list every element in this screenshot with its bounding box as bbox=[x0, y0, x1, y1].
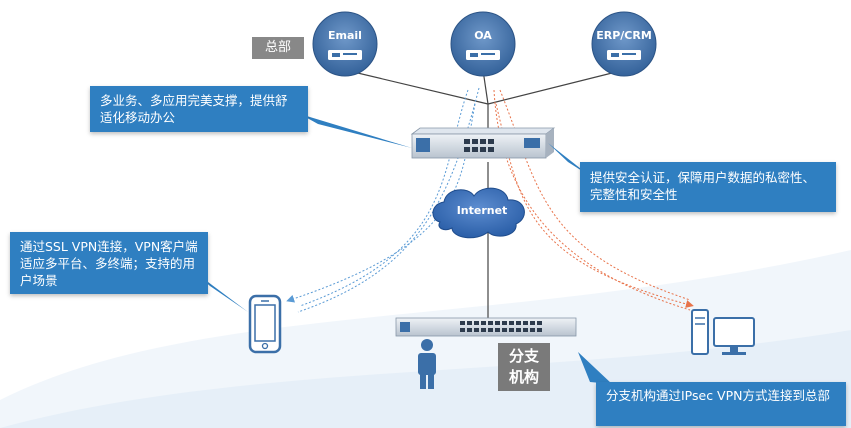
callout-tail-ipsec-vpn bbox=[578, 352, 612, 384]
branch-tag: 分支 机构 bbox=[498, 343, 550, 391]
desktop-pc-icon bbox=[691, 309, 755, 355]
mobile-phone-icon bbox=[248, 294, 282, 354]
user-icon bbox=[418, 339, 436, 389]
callout-tail-security bbox=[548, 143, 590, 176]
headquarters-tag: 总部 bbox=[252, 37, 304, 59]
server-oa bbox=[450, 11, 516, 77]
callout-tail-mobile-office bbox=[300, 114, 412, 148]
branch-tag-line2: 机构 bbox=[508, 368, 539, 386]
callout-ssl-vpn: 通过SSL VPN连接，VPN客户端适应多平台、多终端；支持的用户场景 bbox=[10, 232, 208, 294]
callout-security: 提供安全认证，保障用户数据的私密性、完整性和安全性 bbox=[580, 162, 836, 212]
server-label-email: Email bbox=[328, 29, 362, 42]
hq-gateway-device bbox=[410, 127, 556, 159]
branch-gateway-device bbox=[395, 317, 577, 337]
callout-mobile-office: 多业务、多应用完美支撑，提供舒适化移动办公 bbox=[90, 86, 308, 132]
server-label-oa: OA bbox=[474, 29, 492, 42]
server-label-erp-crm: ERP/CRM bbox=[596, 29, 652, 42]
server-erp-crm bbox=[591, 11, 657, 77]
internet-label: Internet bbox=[456, 204, 508, 217]
callout-ipsec-vpn: 分支机构通过IPsec VPN方式连接到总部 bbox=[596, 382, 846, 426]
internet-cloud bbox=[432, 187, 525, 239]
branch-tag-line1: 分支 bbox=[508, 347, 539, 365]
server-email bbox=[312, 11, 378, 77]
